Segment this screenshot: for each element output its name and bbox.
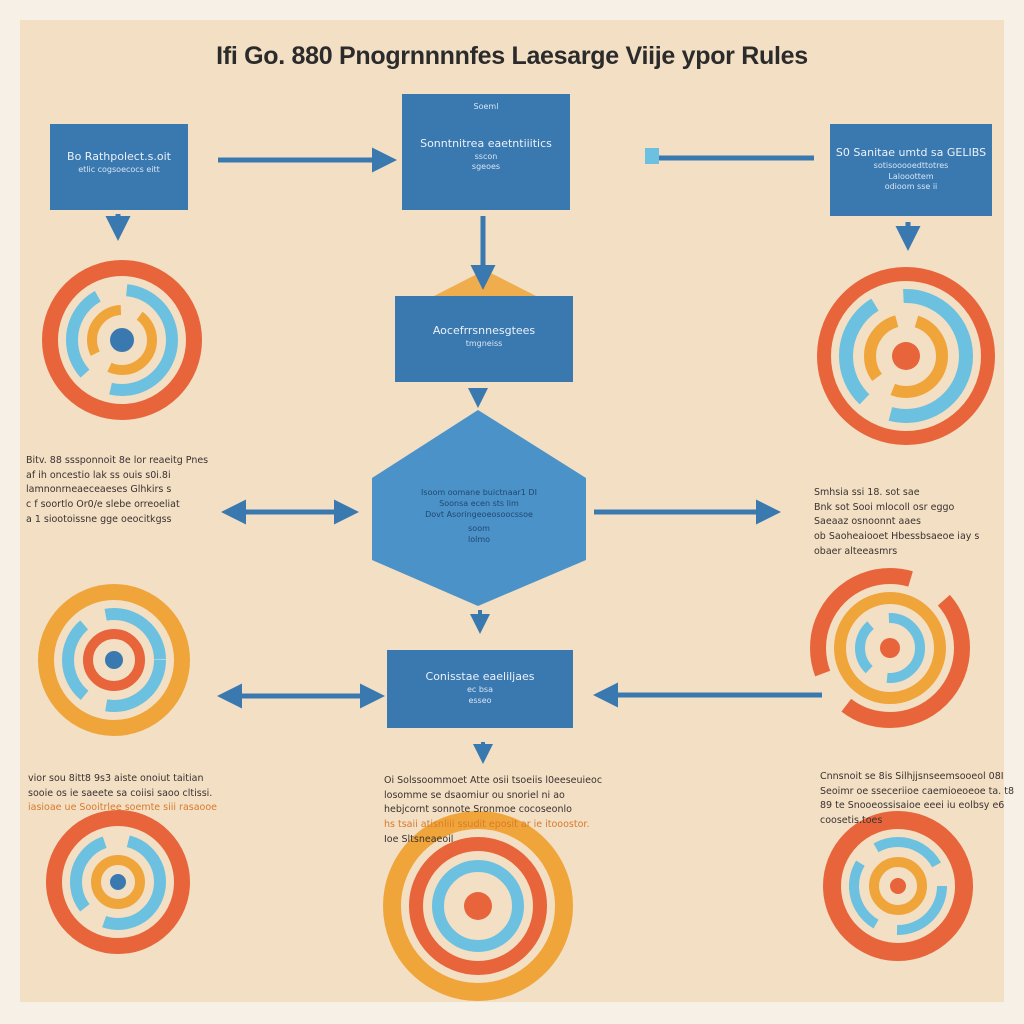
note-right-mid: Smhsia ssi 18. sot sae Bnk sot Sooi mloc… [814, 486, 979, 560]
note-line: Ioe Sltsneaeoil [384, 833, 454, 845]
box-text: soom [468, 524, 490, 534]
note-line: a 1 siootoissne gge oeocitkgss [26, 513, 172, 525]
note-line: losomme se dsaomiur ou snoriel ni ao [384, 789, 565, 801]
box-middle: Aocefrrsnnesgtees tmgneiss [395, 296, 573, 382]
spiral-target-icon [46, 810, 190, 954]
note-bottom-center: Oi Solssoommoet Atte osii tsoeiis l0eese… [384, 774, 602, 848]
box-text: lolmo [467, 535, 491, 545]
box-text: odioom sse ii [884, 182, 938, 192]
box-top-right: S0 Sanitae umtd sa GELIBS sotisooooedtto… [830, 124, 992, 216]
note-line: Oi Solssoommoet Atte osii tsoeiis l0eese… [384, 775, 603, 786]
note-line: lamnonrneaeceaeses Glhkirs s [26, 484, 172, 496]
box-top-center: Soeml Sonntnitrea eaetntiiitics sscon sg… [402, 94, 570, 210]
box-text: Lalooottem [888, 171, 934, 181]
note-line: c f soortlo Or0/e slebe orreoeliat [26, 499, 180, 511]
note-line hl: iasioae ue Sooitrlee soemte siii rasaooe [28, 802, 218, 814]
box-text: Sonntnitrea eaetntiiitics [420, 136, 552, 150]
box-text: Conisstae eaeliljaes [425, 670, 535, 683]
note-line: Saeaaz osnoonnt aaes [814, 516, 921, 528]
note-line: af ih oncestio lak ss ouis s0i.8i [26, 469, 171, 481]
note-line: Smhsia ssi 18. sot sae [814, 487, 920, 498]
spiral-target-icon [38, 584, 190, 736]
spiral-target-icon [810, 568, 970, 728]
note-line: Cnnsnoit se 8is Silhjjsnseemsooeol 08I [820, 771, 1004, 782]
box-text: tmgneiss [465, 338, 503, 348]
decision-hexagon [372, 410, 586, 606]
box-text: S0 Sanitae umtd sa GELIBS [835, 146, 987, 159]
box-text: Isoom oomane buictnaar1 DI [421, 488, 537, 497]
note-line: coosetis.toes [820, 815, 883, 827]
note-line: vior sou 8itt8 9s3 aiste onoiut taitian [28, 773, 204, 784]
box-bottom: Conisstae eaeliljaes ec bsa esseo [387, 650, 573, 728]
box-text: Soonsa ecen sts lim [439, 498, 519, 508]
diagram-title: Ifi Go. 880 Pnogrnnnnfes Laesarge Viije … [216, 42, 808, 70]
spiral-target-icon [823, 811, 973, 961]
spiral-target-icon [383, 811, 573, 1001]
note-line: sooie os ie saeete sa coiisi saoo cltiss… [28, 787, 213, 799]
box-text: sotisooooedttotres [873, 160, 949, 170]
spiral-target-icon [817, 267, 995, 445]
box-text: sgeoes [471, 162, 501, 172]
note-line: hs tsaii atisnliii ssudit eposit ar ie i… [384, 819, 590, 831]
note-line: 89 te Snooeossisaioe eeei iu eolbsy e6 [820, 800, 1005, 812]
box-text: ec bsa [466, 684, 493, 694]
box-text: Soeml [473, 102, 499, 111]
arrow-tail [645, 148, 659, 164]
box-top-left: Bo Rathpolect.s.oit etlic cogsoecocs eit… [50, 124, 188, 210]
box-text: Aocefrrsnnesgtees [432, 324, 536, 337]
note-line: Seoimr oe sseceriioe caemioeoeoe ta. t8 [820, 785, 1014, 797]
note-bottom-right: Cnnsnoit se 8is Silhjjsnseemsooeol 08I S… [820, 770, 1014, 829]
note-left-mid: Bitv. 88 sssponnoit 8e lor reaeitg Pnes … [26, 454, 208, 528]
box-decision: Isoom oomane buictnaar1 DI Soonsa ecen s… [392, 486, 566, 556]
note-line: Bitv. 88 sssponnoit 8e lor reaeitg Pnes [26, 455, 209, 466]
box-text: esseo [468, 695, 492, 705]
box-text: Dovt Asoringeoeosoocssoe [425, 509, 533, 519]
note-line: obaer alteeasmrs [814, 545, 898, 557]
box-text: etlic cogsoecocs eitt [78, 164, 160, 174]
box-text: sscon [474, 151, 498, 161]
note-line: hebjcornt sonnote Sronmoe cocoseonlo [384, 804, 572, 816]
note-line: ob Saoheaiooet Hbessbsaeoe iay s [814, 531, 980, 543]
box-text: Bo Rathpolect.s.oit [67, 150, 171, 163]
spiral-target-icon [42, 260, 202, 420]
note-bottom-left: vior sou 8itt8 9s3 aiste onoiut taitian … [28, 772, 217, 816]
note-line: Bnk sot Sooi mlocoll osr eggo [814, 501, 955, 513]
